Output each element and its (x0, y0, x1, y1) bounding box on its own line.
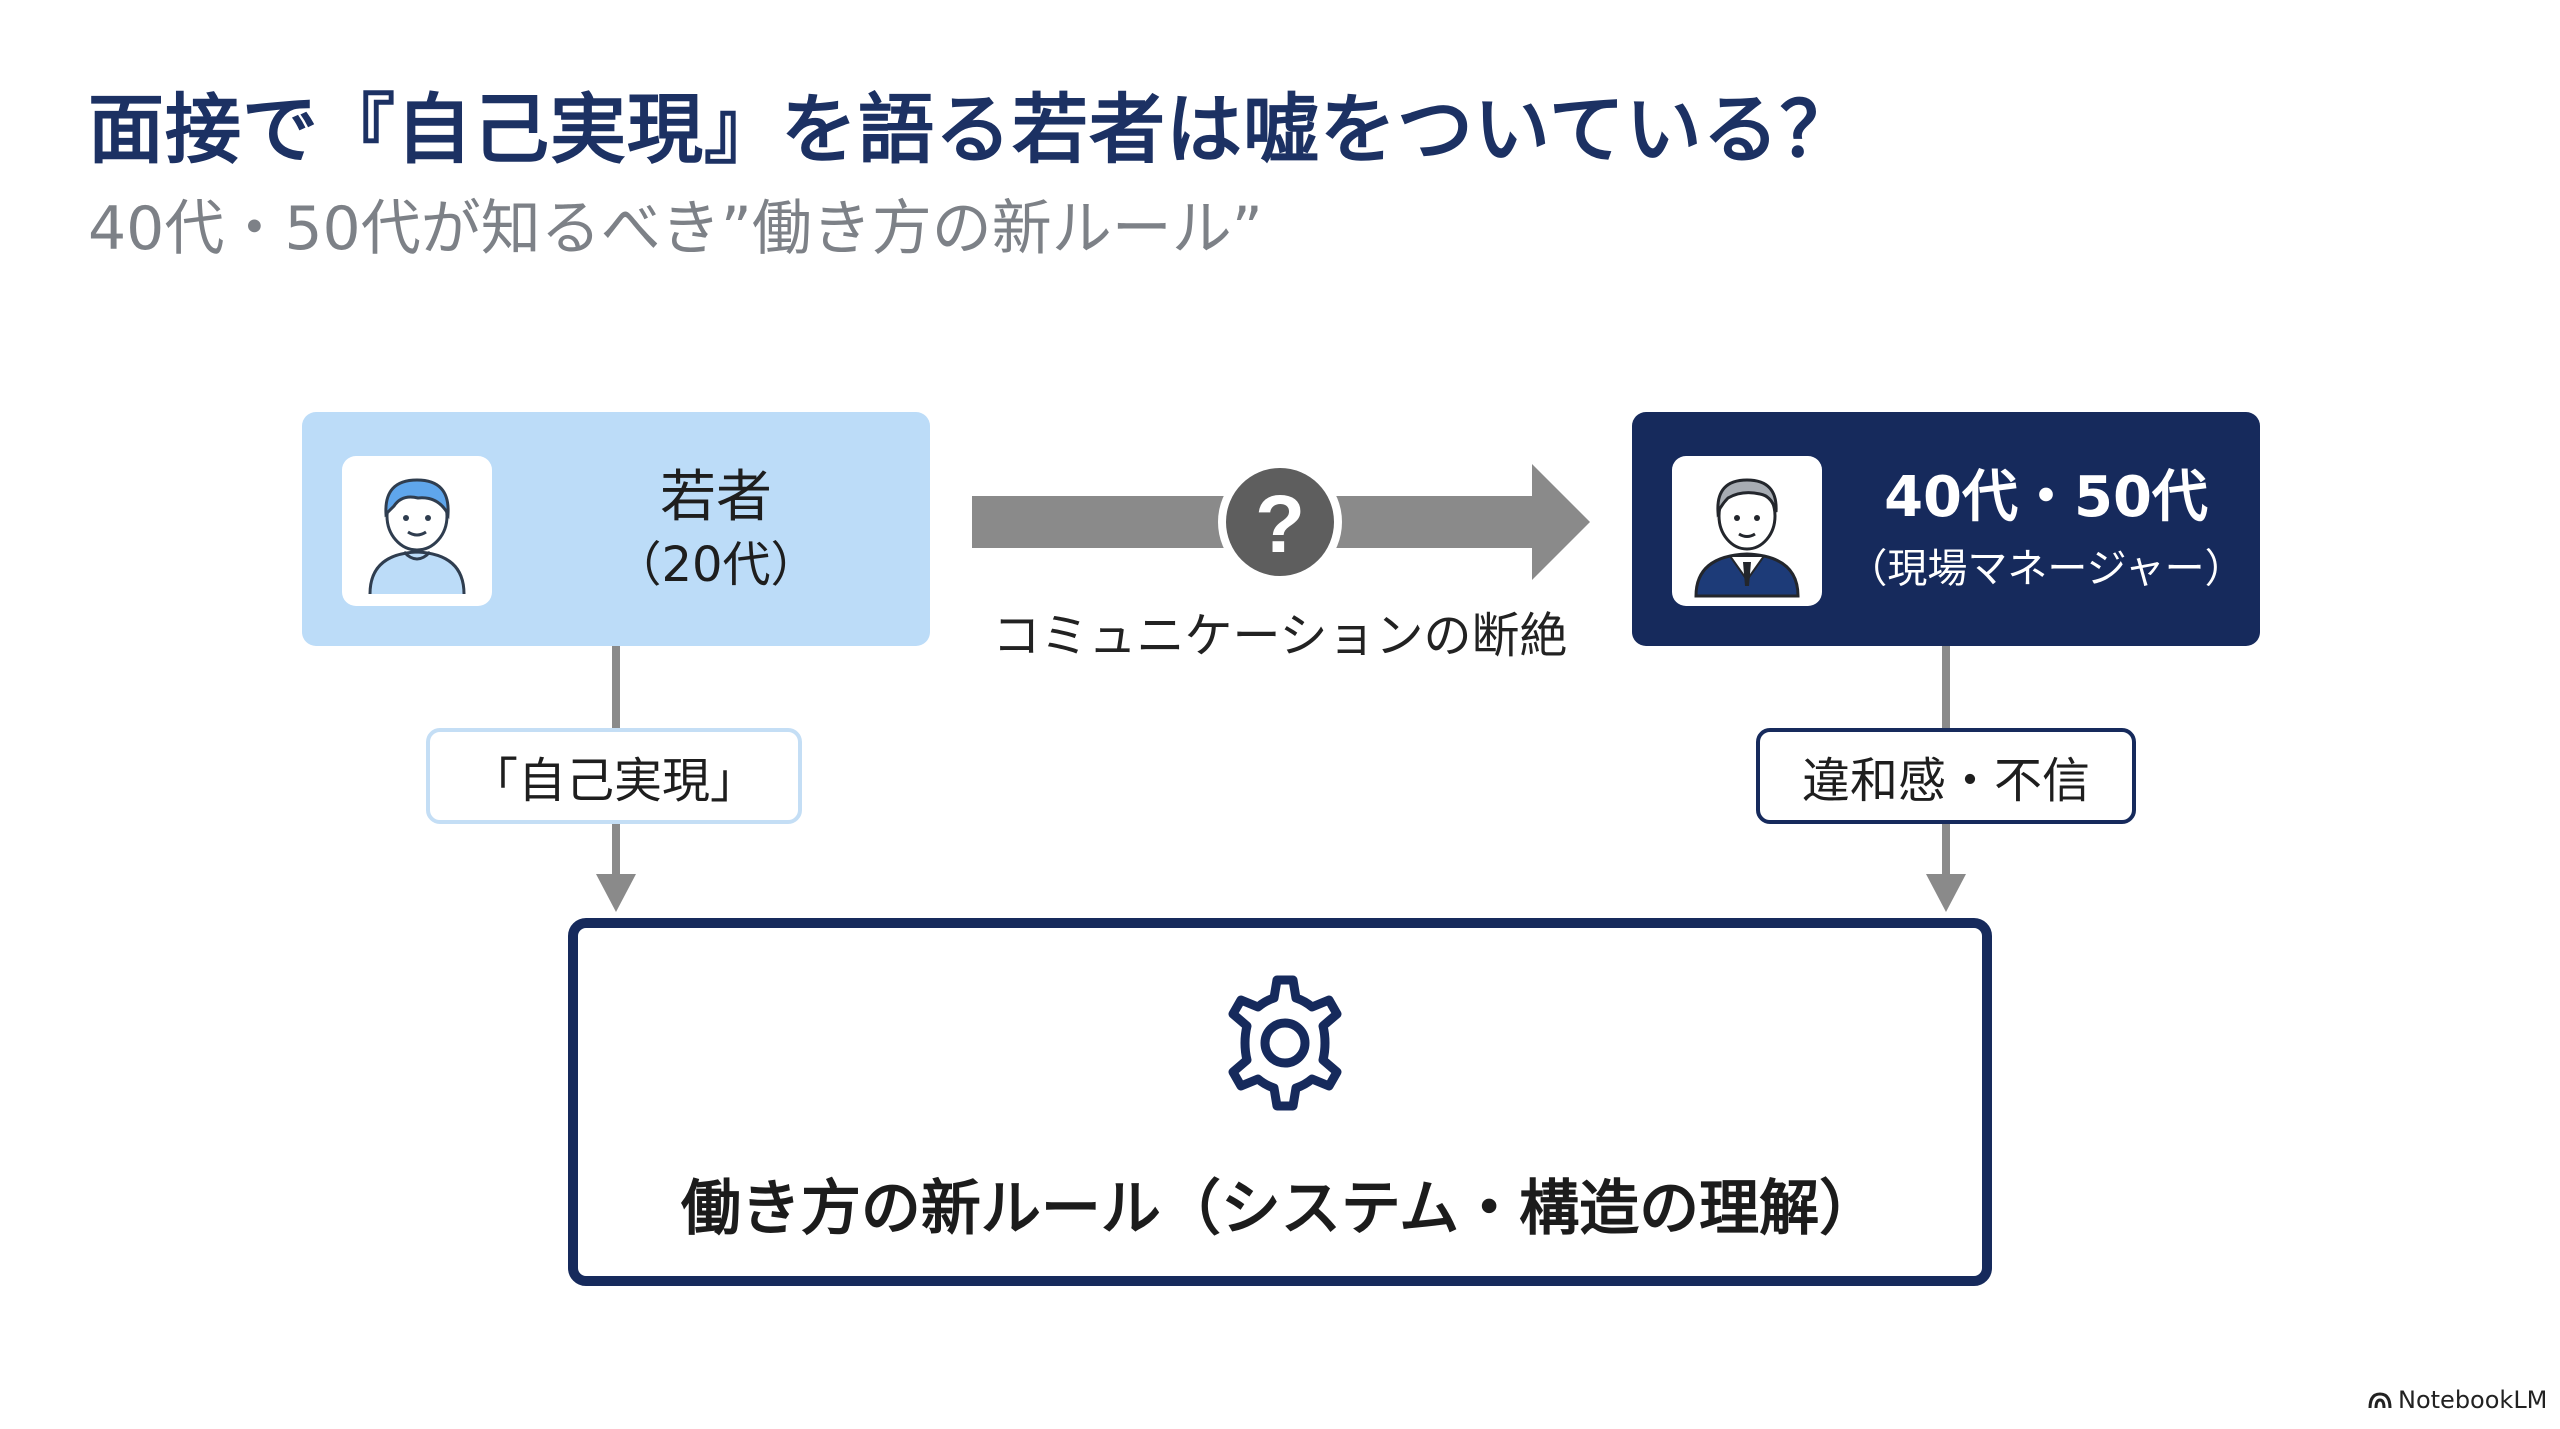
young-name: 若者 (660, 465, 772, 530)
page-title: 面接で『自己実現』を語る若者は嘘をついている？ (88, 85, 1857, 174)
senior-reaction-label: 違和感・不信 (1756, 728, 2136, 824)
question-mark: ? (1255, 479, 1305, 570)
young-age: （20代） (613, 537, 819, 594)
young-claim-label: 「自己実現」 (426, 728, 802, 824)
senior-box: 40代・50代 （現場マネージャー） (1632, 412, 2260, 646)
page-subtitle: 40代・50代が知るべき”働き方の新ルール” (88, 194, 1263, 264)
communication-label: コミュニケーションの断絶 (992, 608, 1568, 664)
senior-role: （現場マネージャー） (1847, 546, 2245, 593)
notebooklm-brand: NotebookLM (2368, 1386, 2547, 1414)
question-icon (1226, 468, 1334, 576)
communication-arrow-head (1532, 464, 1590, 580)
young-arrow-head (596, 874, 636, 912)
senior-avatar (1672, 456, 1822, 606)
notebooklm-logo-icon (2368, 1392, 2392, 1409)
brand-name: NotebookLM (2398, 1386, 2548, 1414)
senior-name: 40代・50代 (1884, 465, 2208, 530)
new-rules-box: 働き方の新ルール（システム・構造の理解） (568, 918, 1992, 1286)
manager-person-icon (1694, 478, 1800, 598)
new-rules-label: 働き方の新ルール（システム・構造の理解） (680, 1174, 1880, 1244)
young-box: 若者 （20代） (302, 412, 930, 646)
senior-arrow-head (1926, 874, 1966, 912)
young-avatar (342, 456, 492, 606)
young-person-icon (368, 478, 466, 595)
gear-icon (1228, 975, 1342, 1111)
